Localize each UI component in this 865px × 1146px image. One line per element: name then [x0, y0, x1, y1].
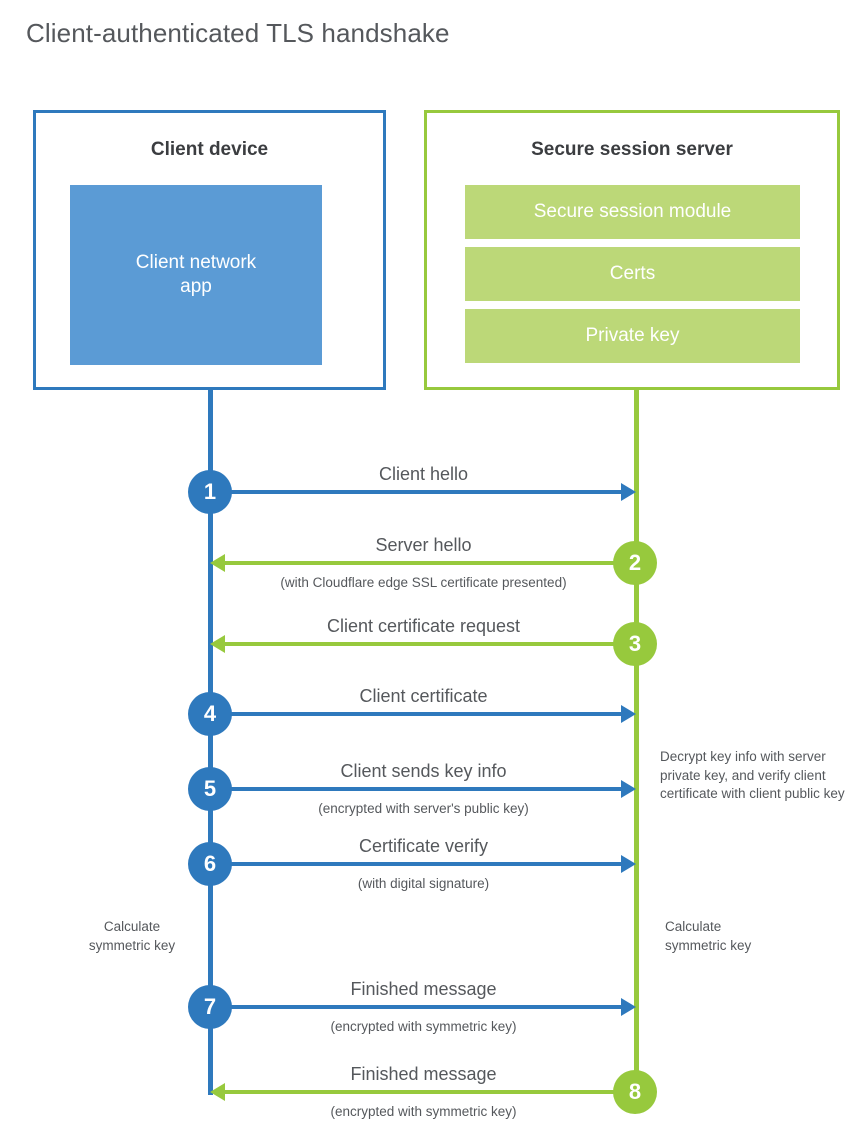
server-calculate-line1: Calculate [665, 919, 722, 934]
step-5-badge: 5 [188, 767, 232, 811]
step-8-badge: 8 [613, 1070, 657, 1114]
step-4-badge: 4 [188, 692, 232, 736]
client-app-label-line2: app [180, 276, 212, 297]
server-lifeline [634, 390, 639, 1095]
step-2-label: Server hello [375, 535, 472, 555]
step-4-label: Client certificate [359, 686, 488, 706]
server-calculate-line2: symmetric key [665, 937, 752, 953]
step-2-arrow-line [225, 561, 636, 565]
step-6-label: Certificate verify [358, 836, 489, 856]
step-4-arrow-line [211, 712, 621, 716]
step-2-arrow-head [210, 554, 225, 572]
step-5-sub-label: (encrypted with server's public key) [318, 801, 529, 816]
server-component-secure-session-module: Secure session module [465, 185, 800, 239]
step-5-arrow-head [621, 780, 636, 798]
step-1-arrow-line [211, 490, 621, 494]
server-component-private-key: Private key [465, 309, 800, 363]
step-3-badge: 3 [613, 622, 657, 666]
step-7-badge: 7 [188, 985, 232, 1029]
step-8-arrow-line [225, 1090, 636, 1094]
step-3-label: Client certificate request [326, 616, 521, 636]
step-8-arrow-head [210, 1083, 225, 1101]
client-network-app-box: Client network app [70, 185, 322, 365]
step-1-badge: 1 [188, 470, 232, 514]
client-network-app-label: Client network app [136, 251, 256, 300]
step-7-arrow-line [211, 1005, 621, 1009]
step-2-sub-label: (with Cloudflare edge SSL certificate pr… [280, 575, 567, 590]
client-device-box: Client device Client network app [33, 110, 386, 390]
step-1-arrow-head [621, 483, 636, 501]
step-5-arrow-line [211, 787, 621, 791]
client-app-label-line1: Client network [135, 251, 257, 273]
step-6-arrow-head [621, 855, 636, 873]
step-3-arrow-head [210, 635, 225, 653]
step-8-label: Finished message [350, 1064, 497, 1084]
secure-session-server-box: Secure session server Secure session mod… [424, 110, 840, 390]
page-title: Client-authenticated TLS handshake [26, 18, 450, 48]
server-component-certs: Certs [465, 247, 800, 301]
step-4-arrow-head [621, 705, 636, 723]
step-6-sub-label: (with digital signature) [357, 876, 490, 891]
step-6-badge: 6 [188, 842, 232, 886]
server-component-list: Secure session module Certs Private key [465, 185, 800, 371]
client-device-title: Client device [150, 139, 269, 160]
server-decrypt-annotation: Decrypt key info with server private key… [660, 749, 845, 802]
client-calculate-symmetric-key-annotation: Calculate symmetric key [62, 918, 202, 955]
server-calculate-symmetric-key-annotation: Calculate symmetric key [665, 918, 815, 955]
client-calculate-line2: symmetric key [88, 937, 176, 953]
client-lifeline [208, 390, 213, 1095]
step-5-label: Client sends key info [340, 761, 507, 781]
step-7-label: Finished message [350, 979, 497, 999]
step-7-sub-label: (encrypted with symmetric key) [330, 1019, 517, 1034]
step-3-arrow-line [225, 642, 636, 646]
step-7-arrow-head [621, 998, 636, 1016]
step-2-badge: 2 [613, 541, 657, 585]
client-calculate-line1: Calculate [103, 919, 161, 934]
secure-session-server-title: Secure session server [531, 139, 733, 160]
step-1-label: Client hello [378, 464, 469, 484]
step-8-sub-label: (encrypted with symmetric key) [330, 1104, 517, 1119]
step-6-arrow-line [211, 862, 621, 866]
